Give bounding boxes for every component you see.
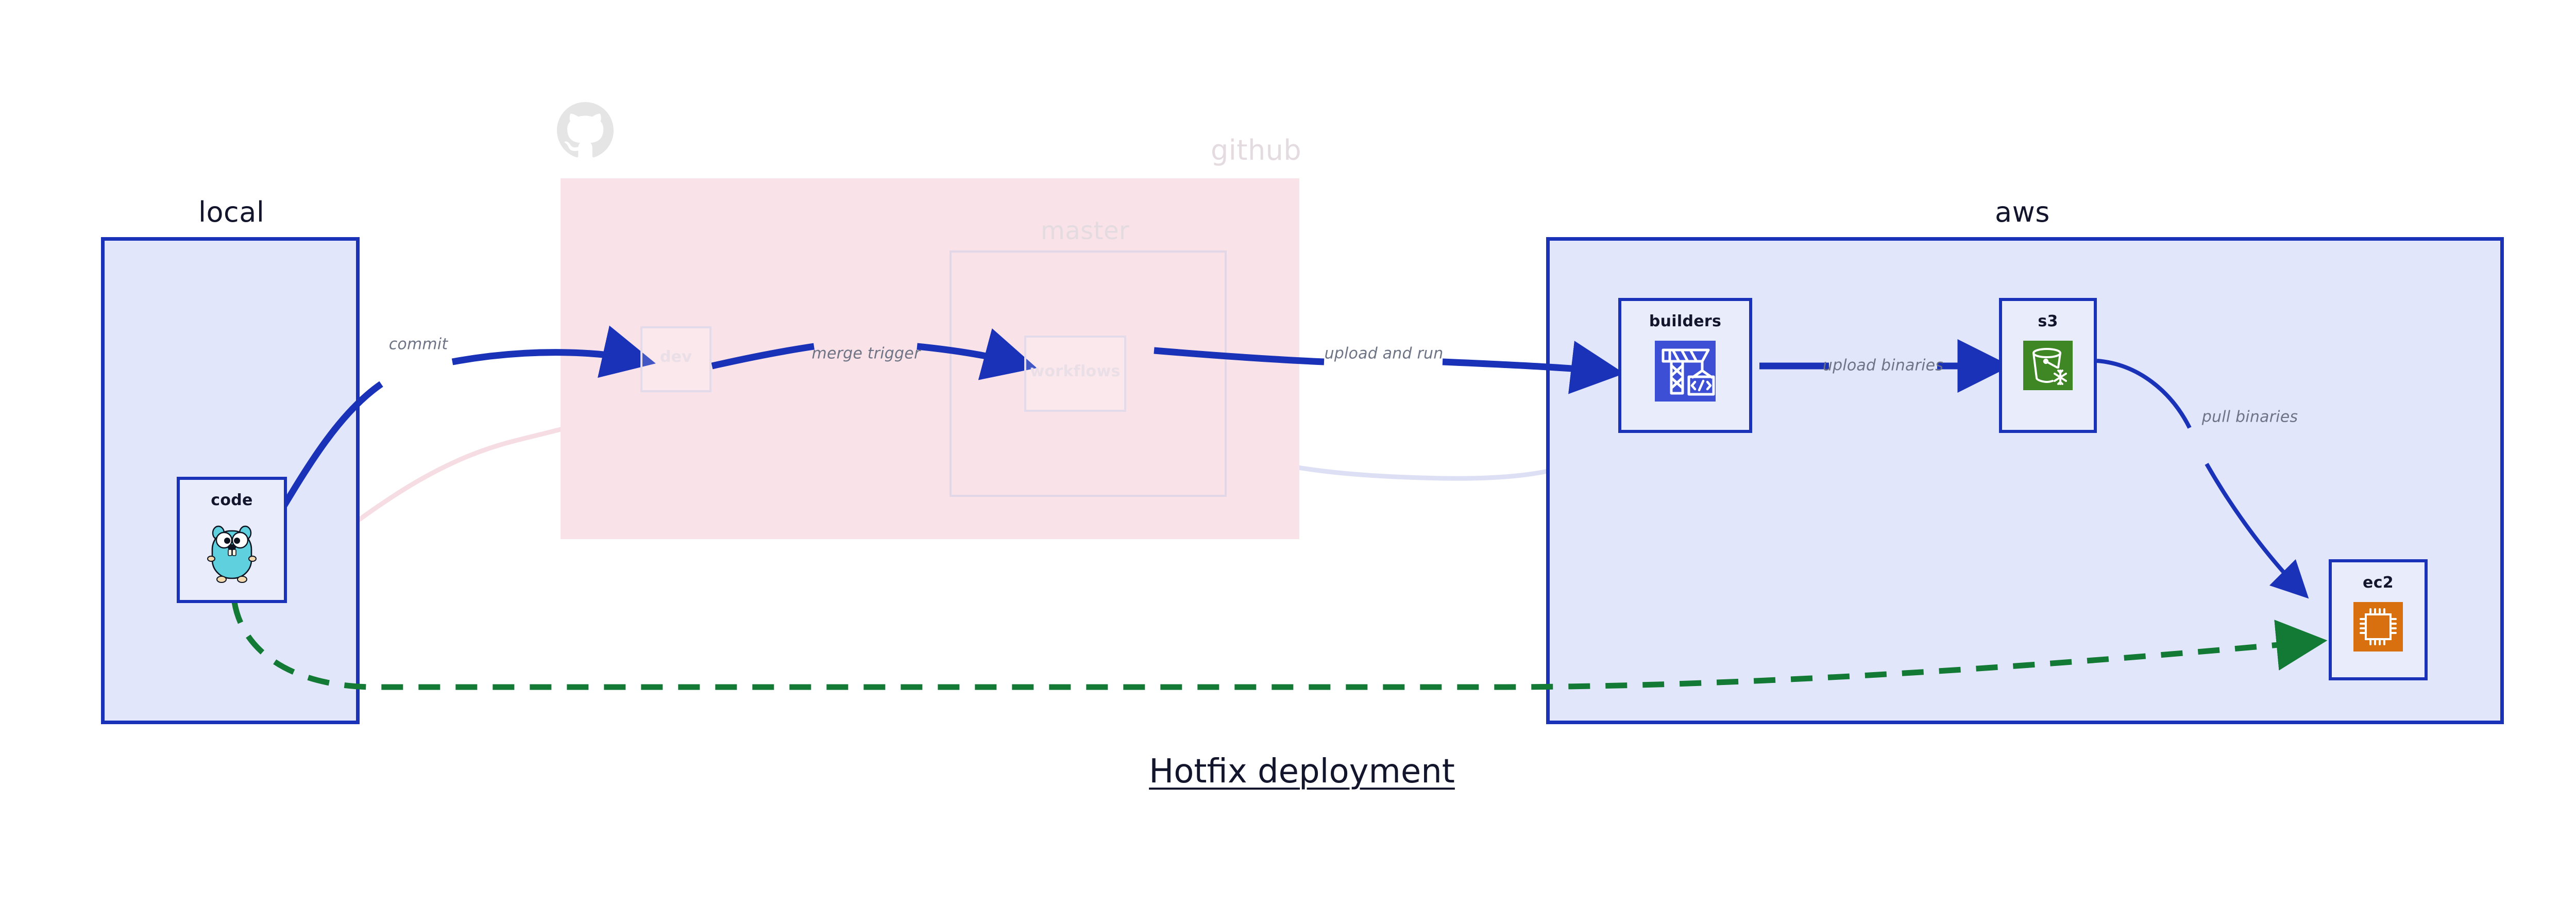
edge-label-pull-binaries: pull binaries (2201, 408, 2298, 426)
node-builders-label: builders (1649, 312, 1722, 330)
github-octocat-icon (557, 102, 614, 159)
group-label-aws: aws (1995, 196, 2050, 228)
edge-code-ec2-dashed (231, 602, 2328, 690)
edge-workflows-builders-b (1442, 341, 1625, 394)
node-ec2[interactable]: ec2 (2329, 559, 2428, 680)
edge-label-upload-and-run: upload and run (1324, 344, 1444, 363)
group-label-local: local (198, 196, 265, 228)
node-code-label: code (211, 491, 253, 509)
node-s3[interactable]: s3 (1999, 298, 2097, 433)
node-ec2-label: ec2 (2363, 574, 2394, 592)
node-workflows[interactable]: workflows (1024, 336, 1126, 412)
edge-label-merge-trigger: merge trigger (811, 344, 921, 363)
crane-code-icon (1655, 341, 1716, 402)
group-label-master: master (1041, 216, 1130, 245)
group-github (561, 178, 1299, 539)
edge-workflows-builders-a (1154, 347, 1325, 365)
edge-code-dev-b (451, 325, 656, 378)
group-master (950, 250, 1227, 497)
node-dev-label: dev (659, 348, 692, 366)
edge-dev-workflows-b (917, 328, 1037, 380)
edge-label-commit: commit (388, 335, 448, 354)
node-workflows-label: workflows (1030, 362, 1121, 380)
cpu-chip-icon (2353, 602, 2403, 652)
node-code[interactable]: code (177, 477, 287, 603)
group-label-github: github (1211, 134, 1302, 166)
edge-label-upload-binaries: upload binaries (1822, 356, 1944, 375)
node-builders[interactable]: builders (1618, 298, 1752, 433)
page-title: Hotfix deployment (1149, 753, 1455, 791)
edge-s3-ec2-b (2205, 463, 2309, 599)
node-s3-label: s3 (2038, 312, 2058, 330)
s3-bucket-icon (2023, 341, 2073, 390)
go-gopher-icon (201, 520, 263, 587)
node-dev[interactable]: dev (640, 326, 711, 392)
edge-s3-ec2-a (2096, 359, 2192, 429)
edge-dev-workflows-a (711, 343, 815, 370)
edge-code-dev (275, 381, 383, 517)
